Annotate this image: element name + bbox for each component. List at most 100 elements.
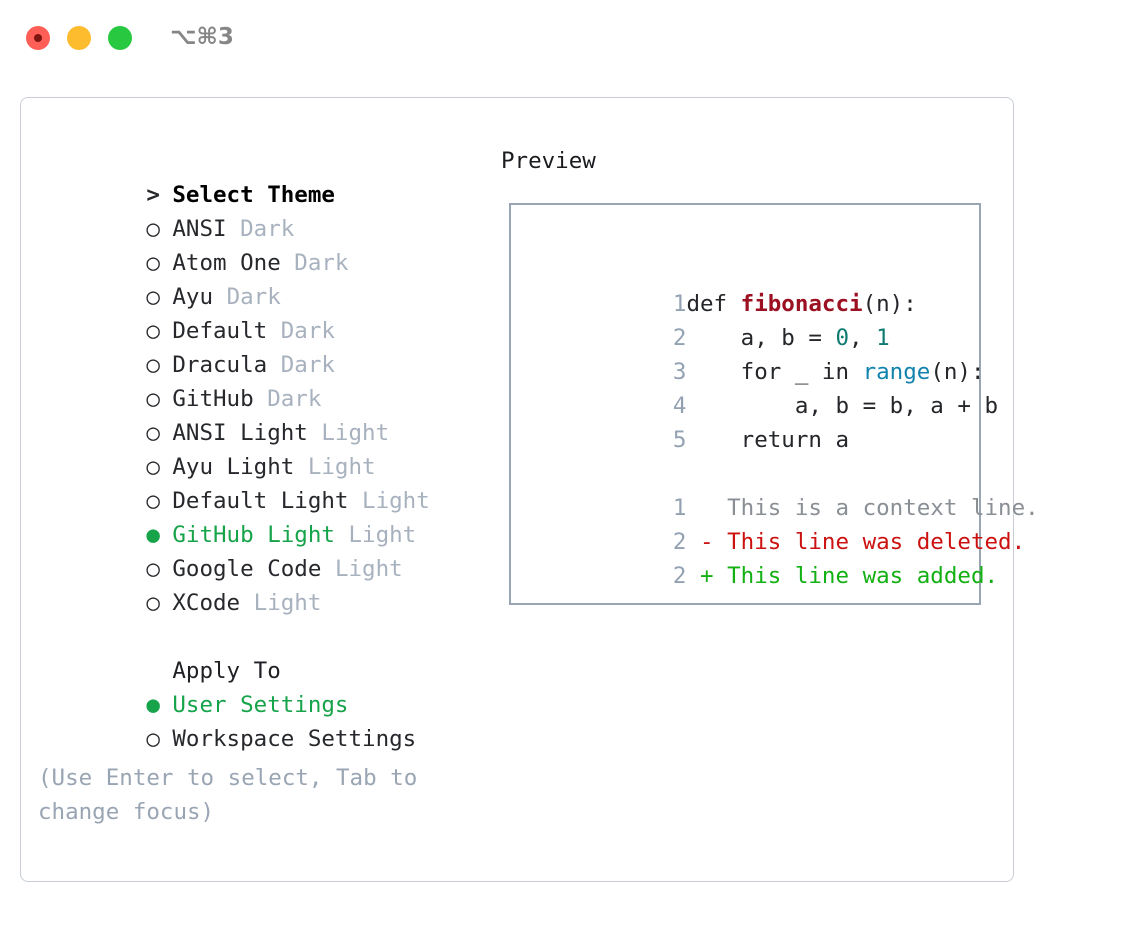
theme-variant-tag: Light xyxy=(253,590,322,616)
diff-sign xyxy=(686,495,713,521)
line-number: 4 xyxy=(672,393,687,419)
theme-option-label: XCode xyxy=(172,590,241,616)
theme-variant-tag: Light xyxy=(362,488,430,514)
select-theme-header-label: Select Theme xyxy=(172,182,335,208)
theme-option-ansi-light[interactable]: ○ ANSI Light Light xyxy=(38,382,498,446)
diff-text: This is a context line. xyxy=(713,495,1039,521)
radio-icon: ○ xyxy=(146,386,160,412)
radio-icon: ○ xyxy=(146,216,160,242)
apply-to-header-label: Apply To xyxy=(172,658,281,684)
code-token: a, b = b, a + b xyxy=(686,393,999,419)
theme-option-label: Google Code xyxy=(172,556,322,582)
radio-icon: ○ xyxy=(146,284,160,310)
close-dot-icon[interactable] xyxy=(26,26,50,50)
line-number: 2 xyxy=(672,529,687,555)
code-token: (n): xyxy=(930,359,985,385)
diff-line-context: 1 This is a context line. xyxy=(525,457,1039,521)
code-token: a, b = xyxy=(686,325,836,351)
theme-variant-tag: Light xyxy=(348,522,417,548)
theme-variant-tag: Dark xyxy=(280,352,335,378)
preview-box: 1def fibonacci(n): 2 a, b = 0, 1 3 for _… xyxy=(509,203,1039,605)
theme-option-ansi-dark[interactable]: ○ ANSI Dark xyxy=(38,178,498,242)
diff-sign: + xyxy=(700,563,714,589)
radio-icon: ○ xyxy=(146,352,160,378)
keyboard-hint-text: (Use Enter to select, Tab to change focu… xyxy=(38,765,431,825)
radio-icon: ○ xyxy=(146,250,160,276)
keyboard-shortcut-label: ⌥⌘3 xyxy=(170,24,234,50)
theme-variant-tag: Dark xyxy=(280,318,335,344)
minimize-dot-icon[interactable] xyxy=(67,26,91,50)
theme-option-label: Default Light xyxy=(172,488,349,514)
prompt-caret-icon: > xyxy=(146,182,160,208)
theme-variant-tag: Dark xyxy=(226,284,281,310)
code-line: 5 return a xyxy=(525,389,973,453)
theme-option-ayu-light[interactable]: ○Ayu Light Light xyxy=(38,416,498,480)
code-token-function: fibonacci xyxy=(740,291,863,317)
code-sample: 1def fibonacci(n): 2 a, b = 0, 1 3 for _… xyxy=(525,253,1039,589)
theme-selector-column: >Select Theme ○ANSI Dark ○Atom One Dark … xyxy=(38,144,498,752)
theme-option-label: Ayu xyxy=(172,284,214,310)
radio-icon: ○ xyxy=(146,318,160,344)
line-number: 1 xyxy=(672,495,687,521)
line-number: 2 xyxy=(672,563,687,589)
theme-option-default-light[interactable]: ○ Default Light Light xyxy=(38,450,498,514)
theme-variant-tag: Light xyxy=(307,454,376,480)
theme-variant-tag: Dark xyxy=(294,250,349,276)
apply-to-option-label: User Settings xyxy=(172,692,349,718)
theme-option-dracula-dark[interactable]: ○ Dracula Dark xyxy=(38,314,498,378)
line-number: 5 xyxy=(672,427,687,453)
code-token: for _ in xyxy=(686,359,863,385)
preview-title: Preview xyxy=(501,148,596,174)
theme-option-label: ANSI xyxy=(172,216,227,242)
diff-line-deleted: 2 - This line was deleted. xyxy=(525,491,1025,555)
code-line: 4 a, b = b, a + b xyxy=(525,355,998,419)
select-theme-header: > Select Theme xyxy=(38,144,498,208)
theme-option-github-light[interactable]: ● GitHub Light Light xyxy=(38,484,498,548)
theme-variant-tag: Light xyxy=(321,420,390,446)
theme-option-label: Atom One xyxy=(172,250,281,276)
theme-option-xcode[interactable]: ○ XCode Light xyxy=(38,552,498,616)
code-token-builtin: range xyxy=(862,359,931,385)
radio-icon: ○ xyxy=(146,454,160,480)
theme-option-github-dark[interactable]: ○ GitHub Dark xyxy=(38,348,498,412)
theme-option-label: GitHub xyxy=(172,386,254,412)
code-line: 3 for _ in range(n): xyxy=(525,321,985,385)
apply-to-header: Apply To xyxy=(38,620,498,684)
code-token: def xyxy=(686,291,741,317)
radio-selected-icon: ● xyxy=(146,522,160,548)
theme-option-label: Default xyxy=(172,318,268,344)
theme-variant-tag: Dark xyxy=(240,216,295,242)
radio-icon: ○ xyxy=(146,726,160,752)
maximize-dot-icon[interactable] xyxy=(108,26,132,50)
diff-text: This line was deleted. xyxy=(713,529,1026,555)
diff-sign: - xyxy=(700,529,714,555)
apply-to-option-workspace-settings[interactable]: ○Workspace Settings xyxy=(38,688,498,752)
apply-to-option-user-settings[interactable]: ● User Settings xyxy=(38,654,498,718)
title-bar: ⌥⌘3 xyxy=(0,0,1140,78)
line-number: 2 xyxy=(672,325,687,351)
theme-option-label: ANSI Light xyxy=(172,420,308,446)
diff-line-added: 2 + This line was added. xyxy=(525,525,998,589)
theme-option-ayu-dark[interactable]: ○ Ayu Dark xyxy=(38,246,498,310)
theme-variant-tag: Dark xyxy=(267,386,322,412)
radio-selected-icon: ● xyxy=(146,692,160,718)
code-token-number: 0 xyxy=(835,325,850,351)
main-panel: >Select Theme ○ANSI Dark ○Atom One Dark … xyxy=(20,97,1039,882)
radio-icon: ○ xyxy=(146,488,160,514)
code-line: 2 a, b = 0, 1 xyxy=(525,287,973,351)
window-controls xyxy=(26,26,132,50)
line-number: 3 xyxy=(672,359,687,385)
theme-option-google-code[interactable]: ○ Google Code Light xyxy=(38,518,498,582)
diff-text: This line was added. xyxy=(713,563,999,589)
radio-icon: ○ xyxy=(146,590,160,616)
theme-option-default-dark[interactable]: ○ Default Dark xyxy=(38,280,498,344)
radio-icon: ○ xyxy=(146,556,160,582)
radio-icon: ○ xyxy=(146,420,160,446)
theme-option-label: Dracula xyxy=(172,352,268,378)
theme-option-label: GitHub Light xyxy=(172,522,335,548)
theme-variant-tag: Light xyxy=(334,556,403,582)
theme-option-atom-one-dark[interactable]: ○ Atom One Dark xyxy=(38,212,498,276)
code-token: , xyxy=(849,325,877,351)
code-line: 1def fibonacci(n): xyxy=(525,253,973,317)
